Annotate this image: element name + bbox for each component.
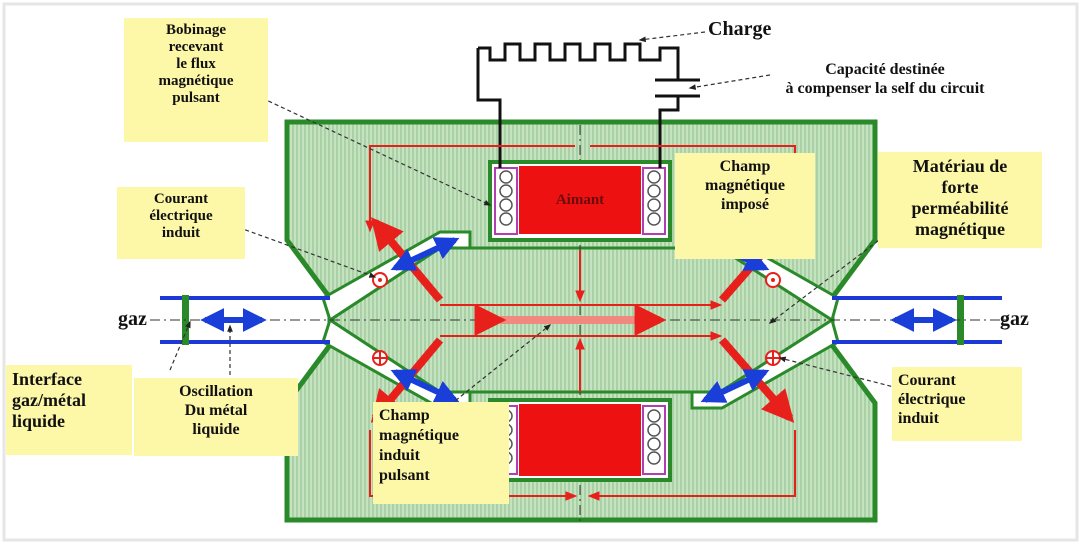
oscillation-line: Oscillation (179, 383, 253, 400)
capacitor-label: Capacité destinée à compenser la self du… (735, 60, 1035, 98)
imposed-field-label: Champ magnétique imposé (675, 153, 815, 259)
interface-line: Interface (12, 369, 82, 389)
lower-magnet (488, 398, 672, 482)
induced-field-line: Champ (379, 407, 430, 424)
induced-field-line: magnétique (379, 427, 459, 444)
current-in-symbols (372, 350, 781, 366)
interface-label: Interface gaz/métal liquide (6, 365, 132, 455)
current-left-line: électrique (149, 208, 213, 224)
coil-label: Bobinage recevant le flux magnétique pul… (124, 18, 268, 142)
capacitor-label-line1: Capacité destinée (825, 61, 945, 78)
magnet-label: Aimant (555, 192, 605, 208)
current-label-left: Courant électrique induit (117, 187, 245, 259)
imposed-field-line: imposé (721, 196, 769, 213)
coil-label-line: magnétique (158, 73, 234, 89)
upper-magnet (488, 160, 672, 242)
circuit-wires (476, 42, 700, 168)
coil-label-line: pulsant (172, 90, 220, 106)
material-line: magnétique (915, 219, 1005, 239)
imposed-field-line: magnétique (705, 177, 785, 194)
current-right-line: Courant (898, 372, 956, 389)
coil-label-line: Bobinage (165, 22, 226, 38)
charge-label: Charge (708, 18, 772, 40)
material-label: Matériau de forte perméabilité magnétiqu… (878, 152, 1042, 248)
oscillation-label: Oscillation Du métal liquide (134, 378, 298, 456)
current-label-right: Courant électrique induit (892, 367, 1022, 441)
induced-field-line: pulsant (379, 467, 430, 484)
oscillation-line: Du métal (184, 402, 248, 419)
interface-line: liquide (12, 411, 66, 431)
current-right-line: électrique (898, 391, 966, 408)
gas-label-left: gaz (118, 308, 147, 330)
interface-line: gaz/métal (12, 390, 86, 410)
current-left-line: induit (161, 225, 201, 241)
imposed-field-line: Champ (719, 158, 771, 175)
coil-label-line: recevant (168, 39, 224, 55)
coil-label-line: le flux (176, 56, 216, 72)
material-line: Matériau de (912, 156, 1008, 176)
induced-field-line: induit (379, 447, 420, 464)
material-line: perméabilité (911, 198, 1009, 218)
current-left-line: Courant (153, 191, 209, 207)
gas-label-right: gaz (1000, 308, 1029, 330)
capacitor-label-line2: à compenser la self du circuit (785, 80, 985, 97)
current-right-line: induit (898, 410, 939, 427)
material-line: forte (941, 177, 979, 197)
oscillation-line: liquide (192, 421, 240, 438)
interface-plug-right (957, 295, 964, 345)
induced-field-label: Champ magnétique induit pulsant (373, 402, 509, 504)
